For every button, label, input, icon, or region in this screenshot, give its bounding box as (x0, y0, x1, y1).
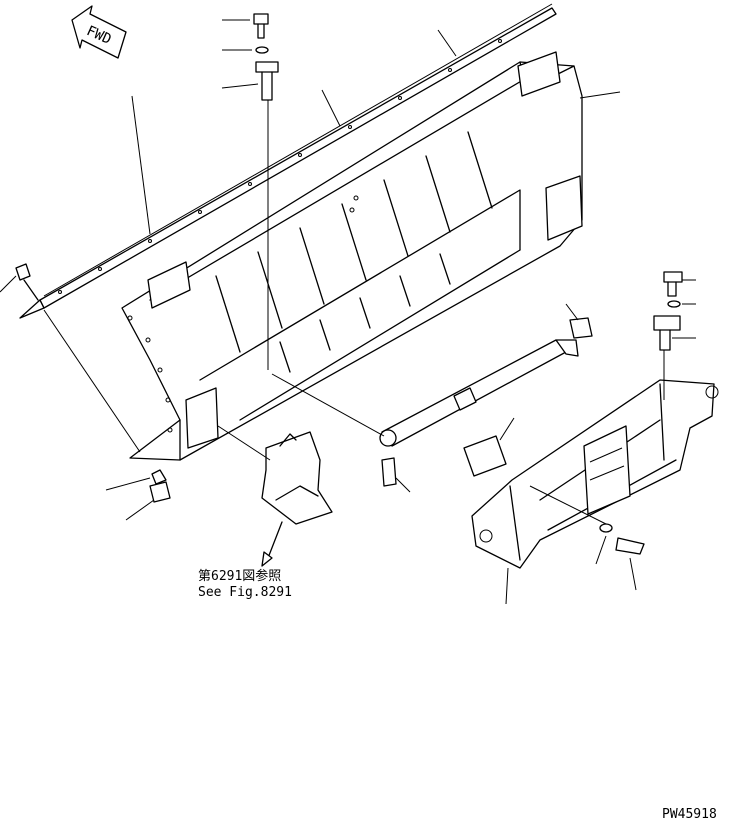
right-bolt-group (595, 271, 696, 591)
block-part (463, 417, 515, 477)
blade-assembly (121, 51, 583, 461)
fwd-arrow-icon: FWD (71, 5, 127, 59)
reference-jp: 第6291図参照 (198, 568, 281, 584)
bracket-part (217, 425, 333, 567)
cutting-edge-part (19, 3, 557, 319)
reference-en: See Fig.8291 (198, 585, 292, 600)
frame-part (471, 379, 719, 605)
left-bolt-group (0, 29, 621, 521)
top-bolt-group (221, 13, 279, 370)
cylinder-part (271, 303, 593, 493)
figure-code: PW45918 (662, 807, 717, 822)
